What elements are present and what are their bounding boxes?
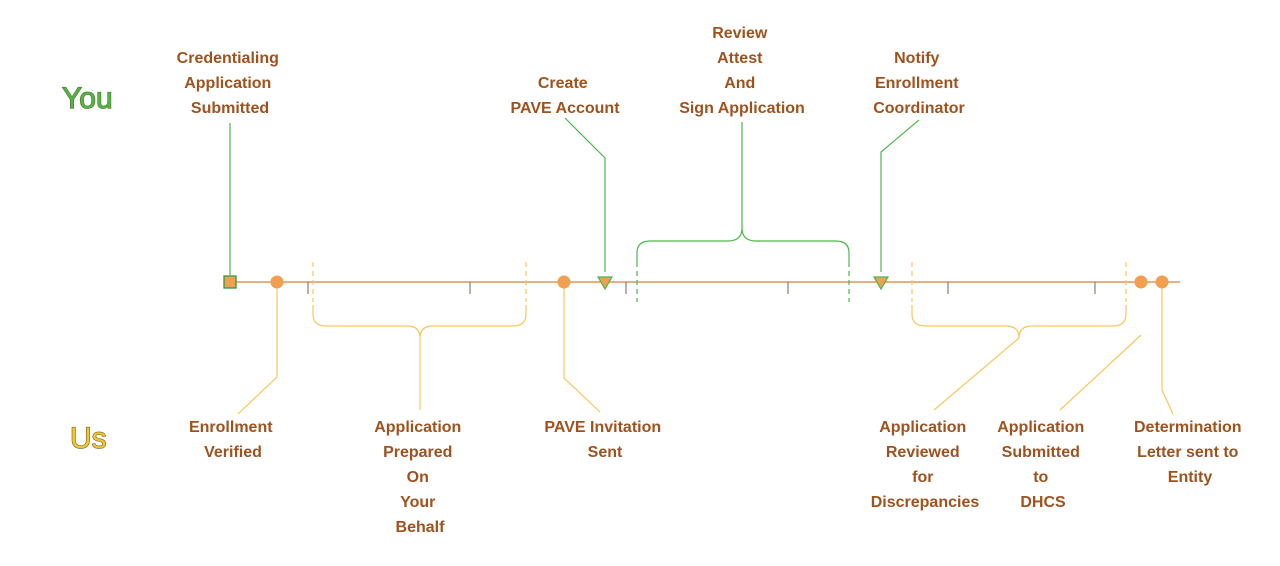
application-prepared-bracket (312, 262, 527, 410)
lane-label-us: Us (70, 422, 107, 455)
enrollment-verified-marker (270, 275, 284, 289)
application-reviewed-label: Application Reviewed for Discrepancies (871, 419, 980, 511)
timeline-axis (225, 281, 1180, 294)
application-submitted-label: Application Submitted to DHCS (997, 419, 1089, 511)
create-pave-marker (596, 276, 614, 291)
application-prepared-label: Application Prepared On Your Behalf (374, 419, 466, 536)
enrollment-verified-connector (237, 287, 278, 415)
axis-ticks (307, 282, 1096, 294)
determination-letter-label: Determination Letter sent to Entity (1134, 419, 1246, 486)
pave-invitation-label: PAVE Invitation Sent (544, 419, 665, 461)
create-pave-connector (564, 117, 606, 272)
notify-coordinator-marker (872, 276, 890, 291)
application-submitted-connector (1059, 334, 1142, 411)
pave-invitation-connector (563, 287, 601, 413)
application-reviewed-bracket (911, 262, 1127, 411)
notify-coordinator-connector (880, 119, 920, 272)
determination-letter-connector (1161, 287, 1174, 415)
application-submitted-marker (1134, 275, 1148, 289)
credentialing-marker (223, 275, 237, 289)
determination-letter-marker (1155, 275, 1169, 289)
enrollment-verified-label: Enrollment Verified (189, 419, 277, 461)
pave-invitation-marker (557, 275, 571, 289)
credentialing-label: Credentialing Application Submitted (177, 50, 284, 117)
notify-coordinator-label: Notify Enrollment Coordinator (873, 50, 965, 117)
create-pave-label: Create PAVE Account (510, 75, 620, 117)
review-sign-label: Review Attest And Sign Application (679, 25, 805, 117)
review-sign-bracket (636, 122, 850, 302)
lane-label-you: You (62, 82, 113, 115)
